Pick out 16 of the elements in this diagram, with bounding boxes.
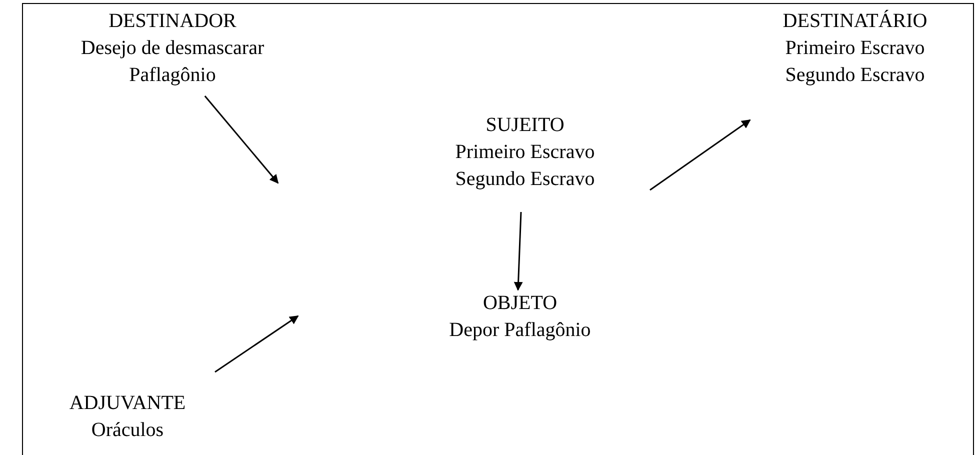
arrow [204, 96, 279, 184]
arrow [214, 315, 299, 373]
actant-text: Desejo de desmascarar Paflagônio [80, 36, 266, 88]
actant-heading: ADJUVANTE [69, 391, 186, 416]
actant-heading: OBJETO [482, 291, 558, 316]
actant-text: Primeiro Escravo [455, 140, 595, 165]
arrow [650, 119, 751, 191]
actant-text: Depor Paflagônio [449, 318, 591, 343]
actant-heading: DESTINADOR [108, 9, 236, 34]
actant-heading: DESTINATÁRIO [782, 8, 928, 34]
actant-text: Primeiro Escravo [785, 36, 925, 61]
actant-text: Segundo Escravo [455, 167, 595, 192]
actant-text: Oráculos [91, 418, 164, 443]
actant-heading: SUJEITO [486, 113, 564, 138]
actant-text: Segundo Escravo [785, 63, 925, 88]
arrow [514, 212, 523, 291]
